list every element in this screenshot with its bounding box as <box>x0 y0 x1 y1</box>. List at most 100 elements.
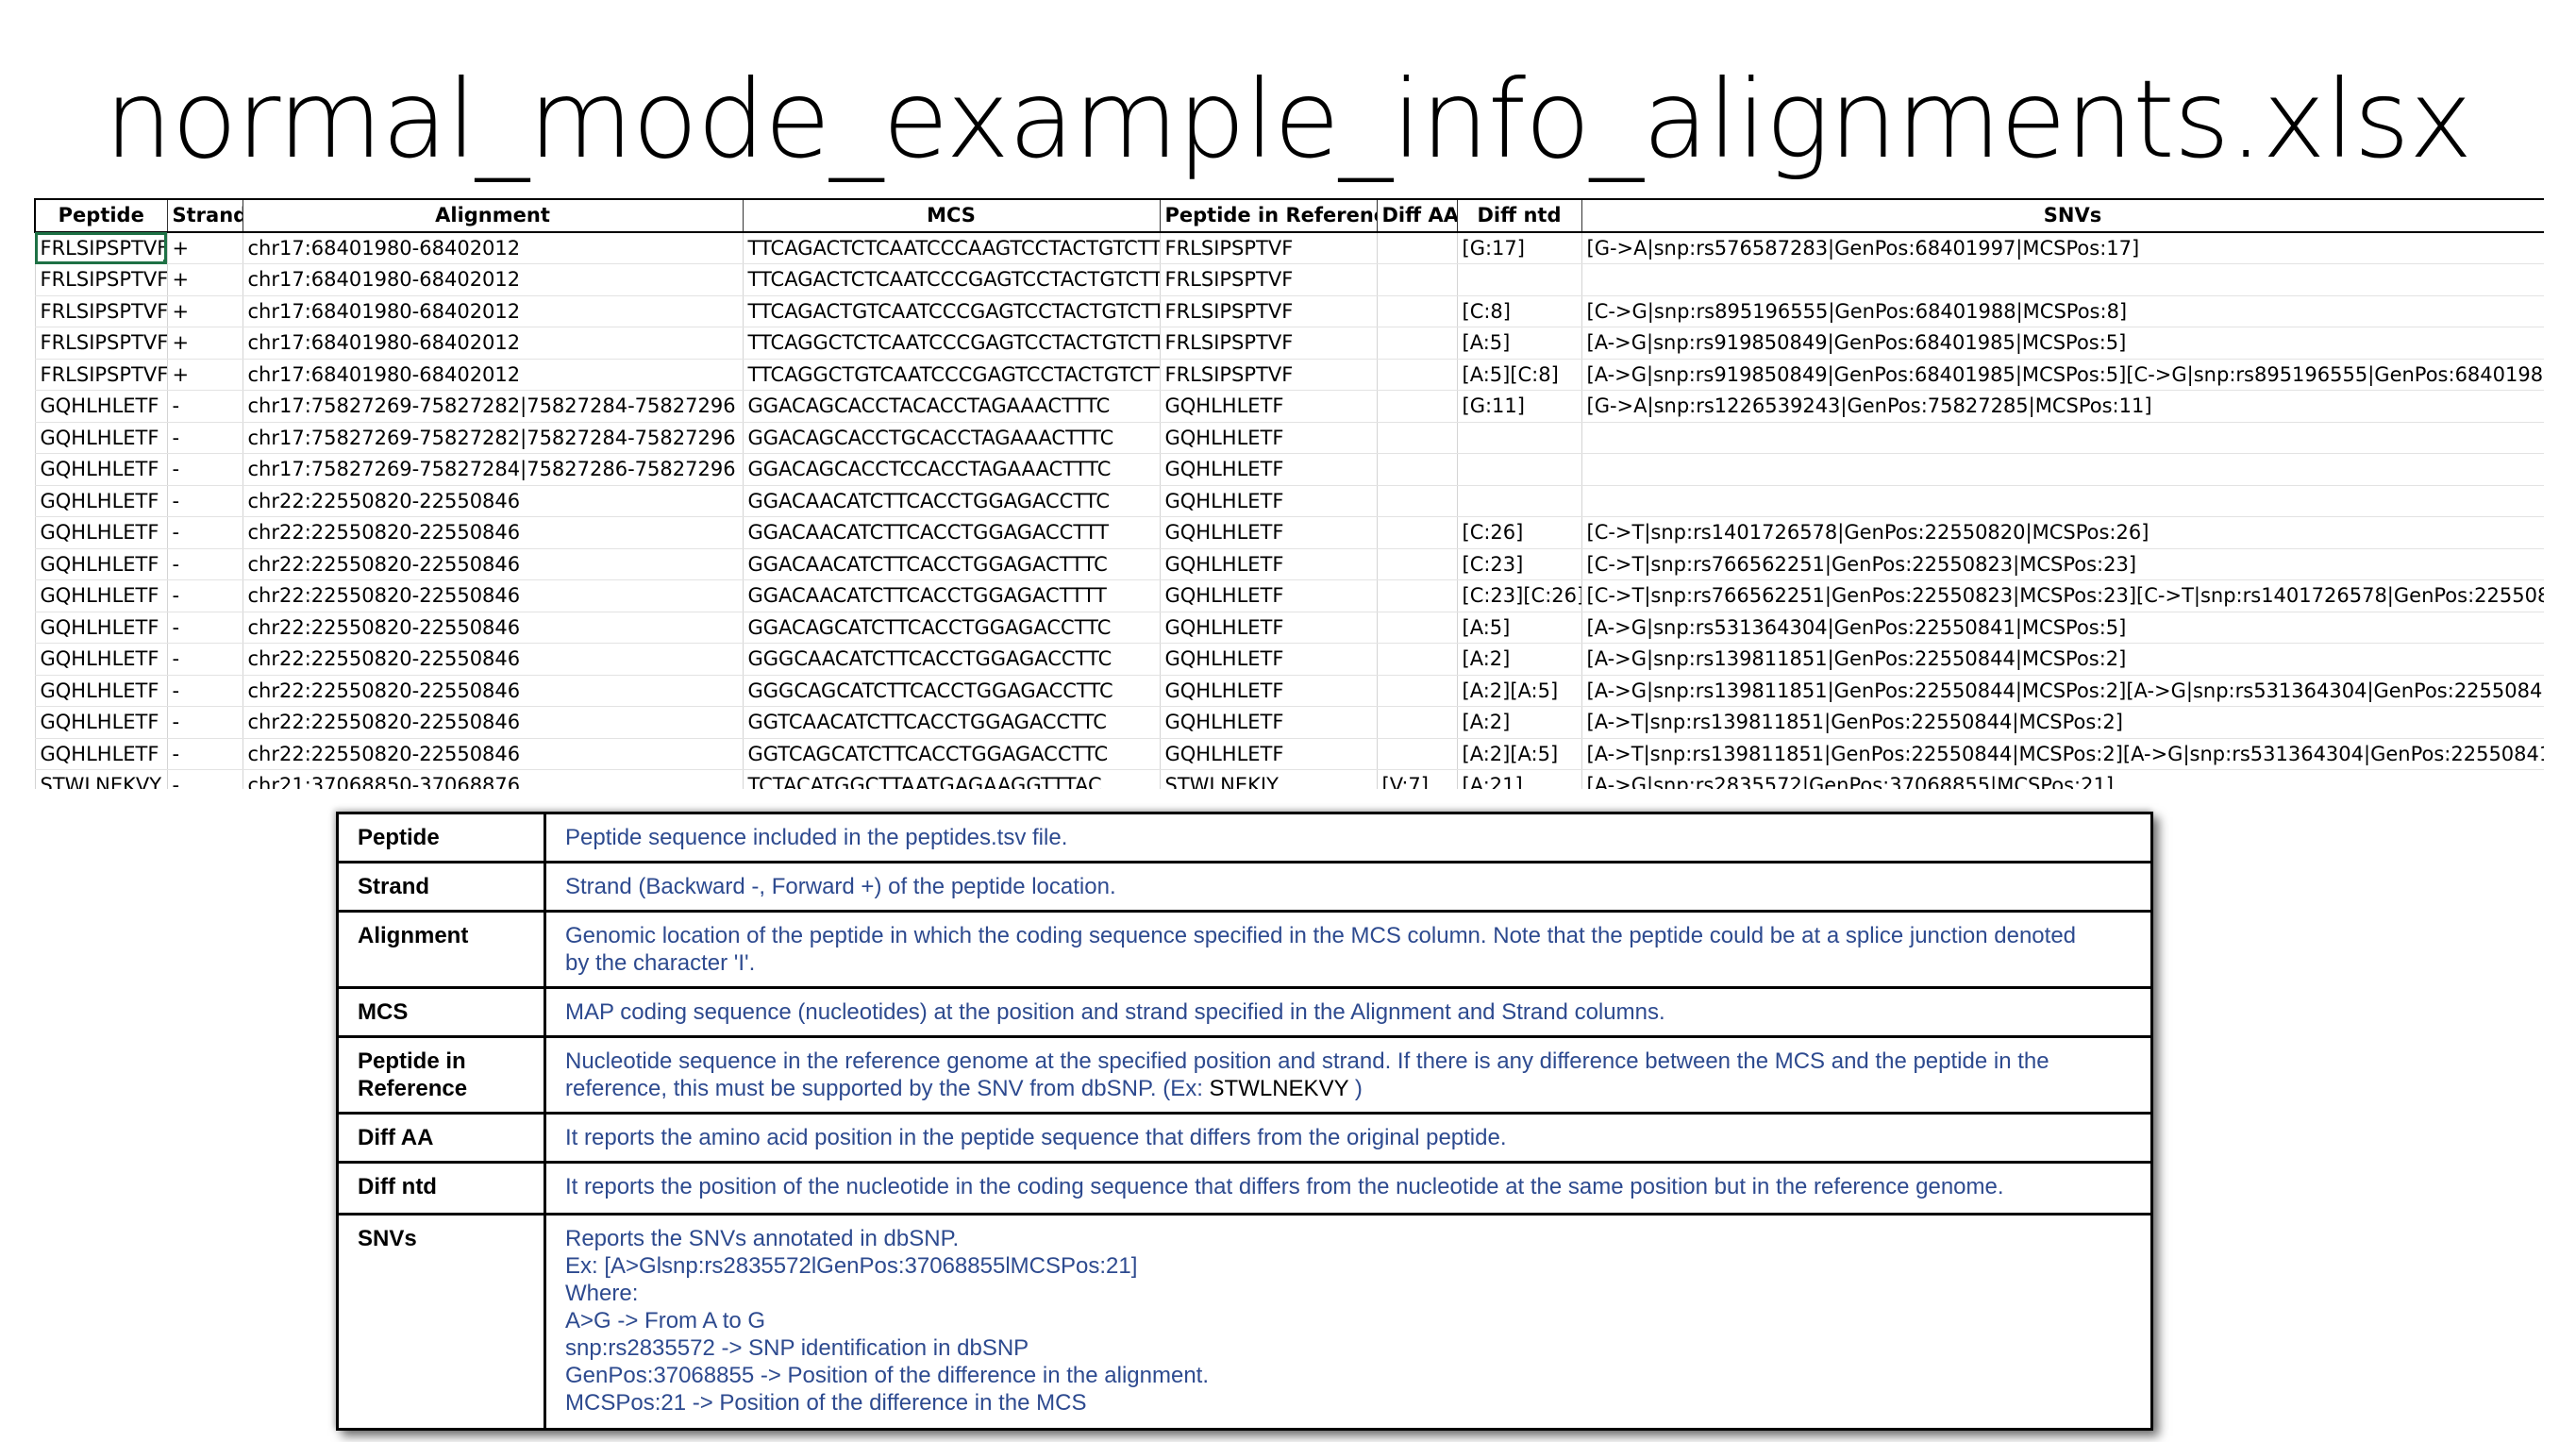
table-cell[interactable]: GQHLHLETF <box>1160 579 1378 612</box>
table-cell[interactable]: GQHLHLETF <box>1160 675 1378 707</box>
table-cell[interactable]: TTCAGACTCTCAATCCCGAGTCCTACTGTCTTT <box>743 263 1161 296</box>
column-header-diff-ntd[interactable]: Diff ntd <box>1457 198 1582 233</box>
fill-handle[interactable] <box>162 260 166 263</box>
table-cell[interactable]: - <box>167 485 243 517</box>
table-cell[interactable]: chr17:75827269-75827282|75827284-7582729… <box>243 422 744 454</box>
table-cell[interactable]: + <box>167 231 243 264</box>
table-cell[interactable]: - <box>167 516 243 549</box>
table-cell[interactable] <box>1581 453 2544 486</box>
table-cell[interactable]: - <box>167 422 243 454</box>
table-cell[interactable]: chr17:68401980-68402012 <box>243 231 744 264</box>
table-cell[interactable]: + <box>167 263 243 296</box>
table-cell[interactable]: FRLSIPSPTVF <box>1160 263 1378 296</box>
table-cell[interactable] <box>1581 485 2544 517</box>
table-cell[interactable]: FRLSIPSPTVF <box>34 359 168 391</box>
table-cell[interactable] <box>1377 485 1458 517</box>
table-cell[interactable]: [A->T|snp:rs139811851|GenPos:22550844|MC… <box>1581 738 2544 770</box>
table-cell[interactable]: chr22:22550820-22550846 <box>243 485 744 517</box>
table-cell[interactable]: - <box>167 390 243 423</box>
table-cell[interactable]: [A:21] <box>1457 769 1582 789</box>
table-cell[interactable]: GGACAGCACCTCCACCTAGAAACTTTC <box>743 453 1161 486</box>
table-cell[interactable]: chr17:68401980-68402012 <box>243 263 744 296</box>
table-cell[interactable]: GGACAGCATCTTCACCTGGAGACCTTC <box>743 612 1161 644</box>
table-cell[interactable]: FRLSIPSPTVF <box>34 263 168 296</box>
table-cell[interactable]: GGACAGCACCTGCACCTAGAAACTTTC <box>743 422 1161 454</box>
table-cell[interactable]: STWLNEKVY <box>34 769 168 789</box>
table-cell[interactable]: GQHLHLETF <box>1160 706 1378 739</box>
column-header-snvs[interactable]: SNVs <box>1581 198 2544 233</box>
table-cell[interactable]: TTCAGACTGTCAATCCCGAGTCCTACTGTCTTT <box>743 295 1161 327</box>
table-cell[interactable]: - <box>167 706 243 739</box>
table-cell[interactable]: GQHLHLETF <box>34 390 168 423</box>
table-cell[interactable]: GQHLHLETF <box>1160 390 1378 423</box>
table-cell[interactable]: [A:5] <box>1457 327 1582 360</box>
table-cell[interactable] <box>1377 548 1458 580</box>
table-cell[interactable]: [G:17] <box>1457 231 1582 264</box>
table-cell[interactable]: GQHLHLETF <box>34 706 168 739</box>
table-cell[interactable]: chr22:22550820-22550846 <box>243 643 744 676</box>
column-header-diff-aa[interactable]: Diff AA <box>1377 198 1458 233</box>
table-cell[interactable]: GQHLHLETF <box>34 516 168 549</box>
table-cell[interactable] <box>1457 263 1582 296</box>
table-cell[interactable]: FRLSIPSPTVF <box>34 327 168 360</box>
table-cell[interactable] <box>1377 579 1458 612</box>
table-cell[interactable]: GQHLHLETF <box>1160 422 1378 454</box>
table-cell[interactable]: FRLSIPSPTVF <box>1160 231 1378 264</box>
table-cell[interactable]: chr22:22550820-22550846 <box>243 516 744 549</box>
table-cell[interactable]: GQHLHLETF <box>34 612 168 644</box>
table-cell[interactable]: [C:23] <box>1457 548 1582 580</box>
column-header-mcs[interactable]: MCS <box>743 198 1161 233</box>
table-cell[interactable]: [G->A|snp:rs576587283|GenPos:68401997|MC… <box>1581 231 2544 264</box>
table-cell[interactable]: [A:2] <box>1457 706 1582 739</box>
table-cell[interactable]: GGACAGCACCTACACCTAGAAACTTTC <box>743 390 1161 423</box>
table-cell[interactable]: TTCAGGCTCTCAATCCCGAGTCCTACTGTCTTT <box>743 327 1161 360</box>
table-cell[interactable]: [V:7] <box>1377 769 1458 789</box>
table-cell[interactable]: - <box>167 548 243 580</box>
table-cell[interactable] <box>1377 359 1458 391</box>
table-cell[interactable]: GQHLHLETF <box>1160 612 1378 644</box>
table-cell[interactable]: chr22:22550820-22550846 <box>243 548 744 580</box>
table-cell[interactable]: [C->T|snp:rs1401726578|GenPos:22550820|M… <box>1581 516 2544 549</box>
table-cell[interactable]: [C->T|snp:rs766562251|GenPos:22550823|MC… <box>1581 579 2544 612</box>
table-cell[interactable]: GGTCAACATCTTCACCTGGAGACCTTC <box>743 706 1161 739</box>
table-cell[interactable]: - <box>167 612 243 644</box>
table-cell[interactable]: GQHLHLETF <box>34 548 168 580</box>
table-cell[interactable]: STWLNEKIY <box>1160 769 1378 789</box>
table-cell[interactable] <box>1377 453 1458 486</box>
table-cell[interactable]: - <box>167 675 243 707</box>
table-cell[interactable]: GQHLHLETF <box>1160 548 1378 580</box>
table-cell[interactable] <box>1457 422 1582 454</box>
table-cell[interactable]: GGGCAGCATCTTCACCTGGAGACCTTC <box>743 675 1161 707</box>
table-cell[interactable] <box>1377 675 1458 707</box>
table-cell[interactable]: [A->G|snp:rs139811851|GenPos:22550844|MC… <box>1581 675 2544 707</box>
table-cell[interactable] <box>1377 231 1458 264</box>
table-cell[interactable]: GQHLHLETF <box>34 453 168 486</box>
table-cell[interactable] <box>1377 422 1458 454</box>
table-cell[interactable]: chr17:75827269-75827282|75827284-7582729… <box>243 390 744 423</box>
table-cell[interactable]: chr22:22550820-22550846 <box>243 675 744 707</box>
table-cell[interactable]: GQHLHLETF <box>34 738 168 770</box>
column-header-alignment[interactable]: Alignment <box>243 198 744 233</box>
table-cell[interactable]: FRLSIPSPTVF <box>1160 359 1378 391</box>
table-cell[interactable]: [C:26] <box>1457 516 1582 549</box>
table-cell[interactable]: GQHLHLETF <box>1160 516 1378 549</box>
column-header-peptide-in-reference[interactable]: Peptide in Reference <box>1160 198 1378 233</box>
table-cell[interactable] <box>1377 738 1458 770</box>
table-cell[interactable] <box>1377 706 1458 739</box>
table-cell[interactable] <box>1581 422 2544 454</box>
table-cell[interactable]: - <box>167 738 243 770</box>
table-cell[interactable]: [A->G|snp:rs919850849|GenPos:68401985|MC… <box>1581 327 2544 360</box>
table-cell[interactable]: chr17:68401980-68402012 <box>243 359 744 391</box>
table-cell[interactable]: GQHLHLETF <box>1160 643 1378 676</box>
table-cell[interactable]: GQHLHLETF <box>34 643 168 676</box>
table-cell[interactable]: + <box>167 359 243 391</box>
table-cell[interactable]: TTCAGACTCTCAATCCCAAGTCCTACTGTCTTT <box>743 231 1161 264</box>
table-cell[interactable]: chr21:37068850-37068876 <box>243 769 744 789</box>
table-cell[interactable]: GQHLHLETF <box>34 485 168 517</box>
table-cell[interactable]: [A:2][A:5] <box>1457 738 1582 770</box>
table-cell[interactable] <box>1377 390 1458 423</box>
table-cell[interactable]: [A->G|snp:rs2835572|GenPos:37068855|MCSP… <box>1581 769 2544 789</box>
table-cell[interactable]: + <box>167 295 243 327</box>
table-cell[interactable] <box>1457 453 1582 486</box>
table-cell[interactable]: [A->G|snp:rs531364304|GenPos:22550841|MC… <box>1581 612 2544 644</box>
